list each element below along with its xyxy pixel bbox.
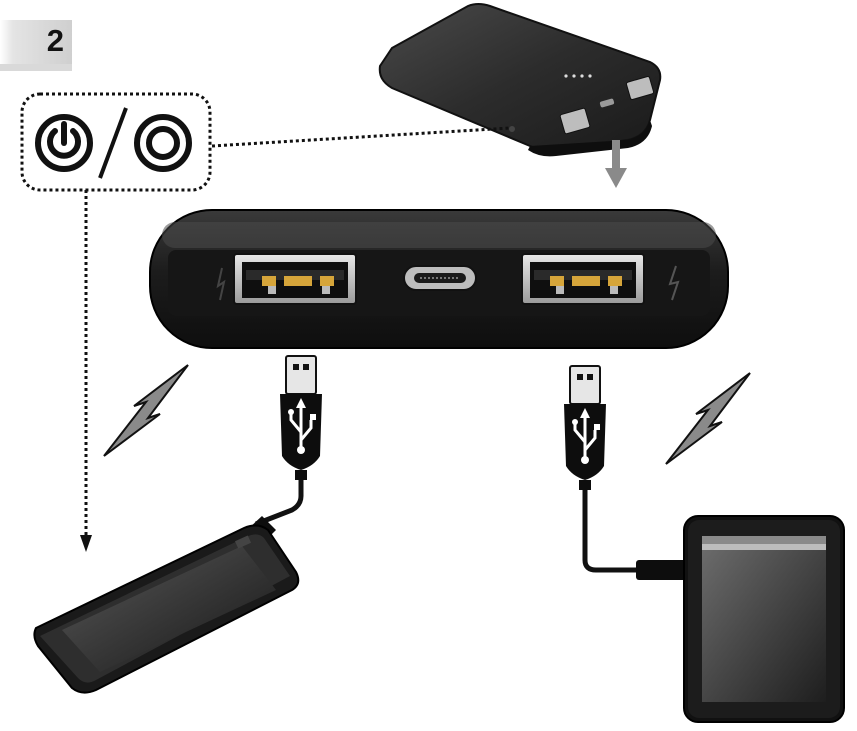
lightning-bolt-right-icon <box>665 372 751 465</box>
step-number: 2 <box>46 23 64 58</box>
callout-leader-line <box>211 126 511 148</box>
power-button-callout <box>20 92 212 192</box>
dotted-arrow-head <box>80 535 92 552</box>
power-off-icon <box>134 114 192 172</box>
usb-port-right <box>521 253 645 305</box>
thumbnail-usb-port-2 <box>625 76 655 100</box>
step-badge: 2 <box>0 20 72 71</box>
lightning-bolt-left-icon <box>103 364 189 457</box>
usb-cable-left <box>236 355 322 554</box>
thumbnail-usb-port-1 <box>559 107 591 135</box>
tablet-screen <box>702 536 826 702</box>
smartphone-screen <box>62 546 276 672</box>
tablet <box>683 515 845 723</box>
usb-port-left <box>233 253 357 305</box>
grey-down-arrow <box>605 140 627 188</box>
usb-cable-right <box>564 365 686 580</box>
usb-symbol-icon-left <box>289 404 313 450</box>
smartphone <box>33 524 300 694</box>
power-bank-front-view <box>149 209 729 349</box>
power-on-icon <box>35 114 93 172</box>
power-bank-thumbnail <box>378 3 662 157</box>
micro-usb-port <box>403 265 477 291</box>
usb-symbol-icon-right <box>573 414 597 460</box>
